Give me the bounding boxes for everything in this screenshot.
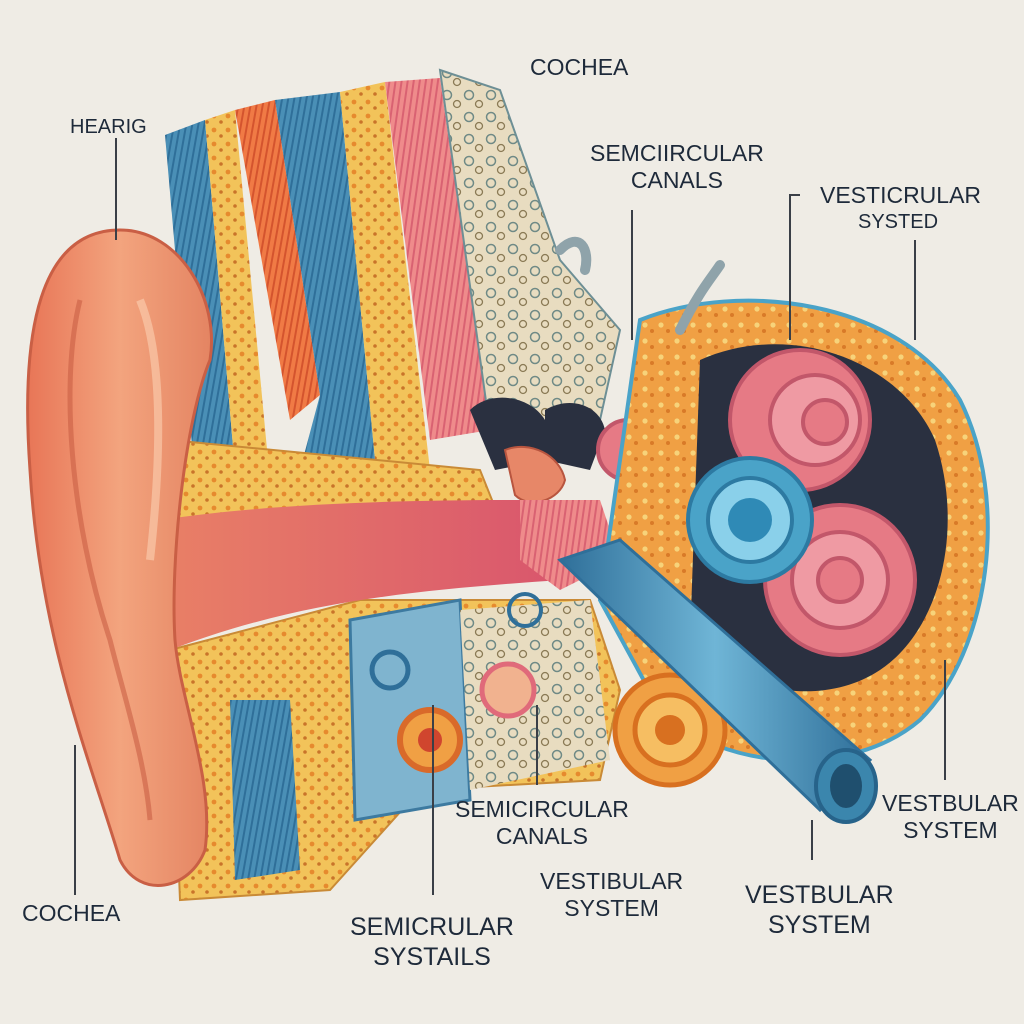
upper-tissue-bands — [165, 68, 622, 480]
label-vestibular-right: VESTBULAR SYSTEM — [882, 790, 1019, 843]
label-semicircular-bottom: SEMICRULAR SYSTAILS — [350, 913, 514, 971]
label-vestibular-mid: VESTIBULAR SYSTEM — [540, 868, 684, 921]
label-cochlea-bottom: COCHEA — [22, 900, 121, 926]
label-vestibular-low: VESTBULAR SYSTEM — [745, 881, 894, 939]
label-semicircular-top: SEMCIIRCULAR CANALS — [590, 140, 764, 193]
label-semicircular-mid: SEMICIRCULAR CANALS — [455, 796, 629, 849]
outer-ear — [26, 228, 213, 887]
leader-lines — [74, 138, 946, 895]
eustachian-tube — [557, 538, 873, 813]
ear-canal — [160, 500, 560, 650]
label-vesticular: VESTICRULAR SYSTED — [820, 182, 982, 233]
label-cochlea-top: COCHEA — [530, 54, 629, 80]
lower-tissue-bands — [168, 592, 622, 902]
label-hearing: HEARIG — [70, 116, 147, 138]
nerve-branches — [555, 236, 725, 335]
